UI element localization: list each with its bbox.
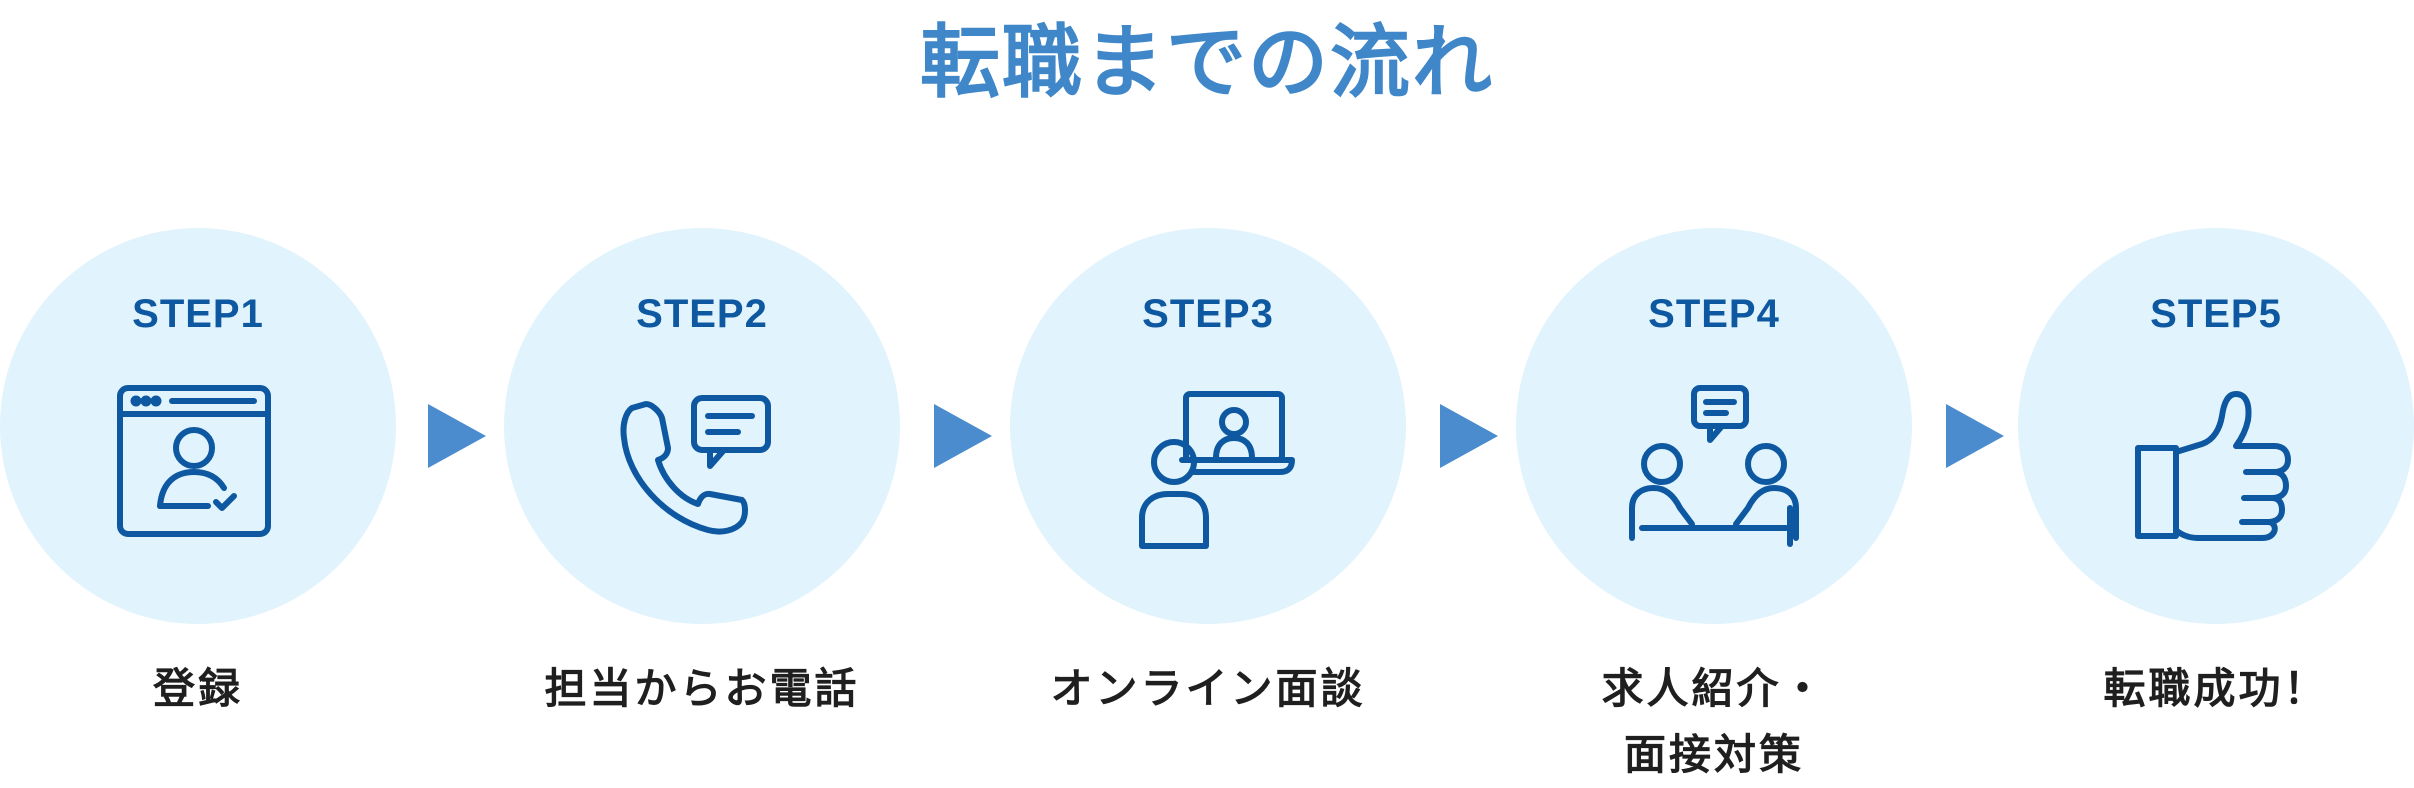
thumbs-up-icon <box>2116 368 2316 568</box>
step-1: STEP1 登録 <box>0 228 396 713</box>
video-call-icon <box>1108 368 1308 568</box>
step-caption: 求人紹介・ 面接対策 <box>1601 664 1827 779</box>
step-caption: 転職成功！ <box>2103 664 2329 713</box>
step-5: STEP5 転職成功！ <box>2018 228 2414 713</box>
arrow-right-icon <box>1946 404 2004 468</box>
step-circle: STEP1 <box>0 228 396 624</box>
step-caption: オンライン面談 <box>1050 664 1366 713</box>
step-4: STEP4 求人紹介・ 面接対策 <box>1516 228 1912 779</box>
step-caption: 登録 <box>152 664 243 713</box>
step-3: STEP3 オンライン面談 <box>1010 228 1406 713</box>
arrow-right-icon <box>1440 404 1498 468</box>
step-label: STEP1 <box>132 292 264 336</box>
step-2: STEP2 担当からお電話 <box>504 228 900 713</box>
step-circle: STEP4 <box>1516 228 1912 624</box>
step-label: STEP3 <box>1142 292 1274 336</box>
step-caption: 担当からお電話 <box>544 664 860 713</box>
step-label: STEP5 <box>2150 292 2282 336</box>
browser-user-icon <box>98 368 298 568</box>
phone-chat-icon <box>602 368 802 568</box>
arrow-right-icon <box>428 404 486 468</box>
step-label: STEP2 <box>636 292 768 336</box>
step-circle: STEP2 <box>504 228 900 624</box>
page-title: 転職までの流れ <box>920 16 1494 109</box>
step-circle: STEP5 <box>2018 228 2414 624</box>
step-circle: STEP3 <box>1010 228 1406 624</box>
arrow-right-icon <box>934 404 992 468</box>
step-label: STEP4 <box>1648 292 1780 336</box>
meeting-icon <box>1614 368 1814 568</box>
